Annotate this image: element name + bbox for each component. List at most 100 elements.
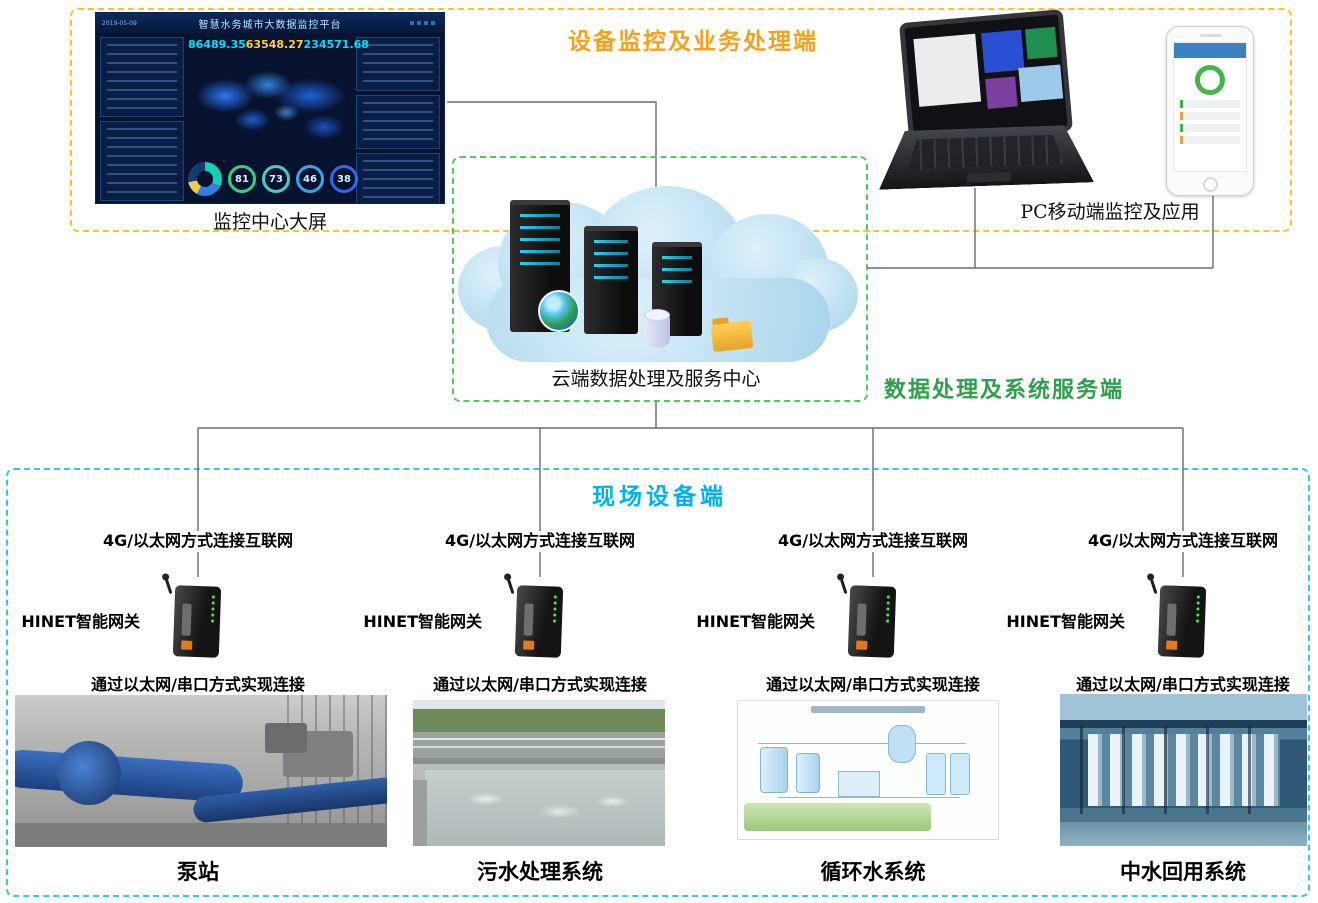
- gauge: 46: [296, 165, 324, 193]
- site-photo-circulating-water-diagram: [737, 700, 999, 840]
- uplink-label: 4G/以太网方式连接互联网: [425, 531, 655, 552]
- server-led: [662, 268, 692, 271]
- led-indicators: [210, 595, 215, 623]
- cloud-zone-border: [452, 156, 868, 402]
- screen-content-block: [913, 33, 982, 107]
- gauge: 81: [228, 165, 256, 193]
- dashboard-panel: [356, 37, 440, 91]
- phone-speaker: [1200, 34, 1222, 37]
- gateway-label-strip: [181, 603, 192, 636]
- gateway-photo: [484, 577, 596, 663]
- screen-content-block: [981, 29, 1025, 74]
- antenna-icon: [1149, 578, 1158, 595]
- floor: [1060, 822, 1307, 846]
- dashboard-panel: [100, 121, 184, 201]
- gateway-device: [839, 578, 897, 658]
- globe-icon: [538, 290, 580, 332]
- antenna-icon: [164, 578, 173, 595]
- kpi-value: 86489.35: [188, 38, 246, 51]
- diagram-ground: [744, 803, 932, 831]
- cloud-caption: 云端数据处理及服务中心: [551, 368, 761, 390]
- screen-content-block: [1018, 64, 1064, 103]
- dashboard-left-panels: [100, 37, 184, 201]
- server-led: [520, 262, 560, 265]
- server-led: [662, 256, 692, 259]
- diagram-tank: [760, 747, 788, 793]
- laptop-screen: [898, 9, 1074, 145]
- gateway-label: HINET智能网关: [1006, 612, 1125, 631]
- app-list-row: [1180, 100, 1240, 108]
- app-gauge-icon: [1195, 65, 1225, 95]
- gateway-device: [164, 578, 222, 658]
- gateway-label: HINET智能网关: [363, 612, 482, 631]
- gauge-value: 73: [269, 173, 283, 185]
- railing: [413, 738, 665, 740]
- diagram-tank: [796, 753, 820, 793]
- dashboard-date: 2019-05-09: [102, 19, 137, 27]
- site-name: 污水处理系统: [477, 859, 603, 884]
- diagram-box: [838, 771, 880, 797]
- server-led: [594, 264, 628, 267]
- gateway-label-strip: [523, 603, 534, 636]
- pc-mobile-caption: PC移动端监控及应用: [1020, 201, 1200, 223]
- database-icon: [644, 309, 670, 348]
- server-led: [520, 226, 560, 229]
- app-header-bar: [1174, 43, 1246, 58]
- uplink-label: 4G/以太网方式连接互联网: [758, 531, 988, 552]
- gateway-device: [506, 578, 564, 658]
- led-indicators: [885, 595, 890, 623]
- gauge: 38: [330, 165, 358, 193]
- serial-port: [181, 640, 193, 650]
- monitoring-zone-title: 设备监控及业务处理端: [568, 28, 818, 55]
- led-indicators: [552, 595, 557, 623]
- rack-frame: [1080, 726, 1290, 814]
- screen-content-block: [985, 76, 1018, 109]
- dashboard-title: 智慧水务城市大数据监控平台: [198, 19, 342, 31]
- dashboard-panel: [356, 95, 440, 149]
- gateway-label: HINET智能网关: [21, 612, 140, 631]
- field-zone-border: [6, 468, 1310, 897]
- pipe: [1060, 720, 1307, 728]
- laptop: [878, 9, 1093, 194]
- uplink-label: 4G/以太网方式连接互联网: [1068, 531, 1298, 552]
- smartphone: [1166, 26, 1254, 196]
- gateway-label: HINET智能网关: [696, 612, 815, 631]
- server-tower: [584, 226, 638, 334]
- touchpad: [967, 172, 1011, 183]
- gateway-label-strip: [1166, 603, 1177, 636]
- serial-port: [856, 640, 868, 650]
- dashboard-screenshot: 2019-05-09 智慧水务城市大数据监控平台 86489.35 63548.…: [95, 12, 445, 204]
- water-foam: [443, 784, 655, 834]
- gateway-label-strip: [856, 603, 867, 636]
- downlink-label: 通过以太网/串口方式实现连接: [1076, 675, 1290, 694]
- server-led: [662, 280, 692, 283]
- gateway-photo: [142, 577, 254, 663]
- serial-port: [1166, 640, 1178, 650]
- app-list-row: [1180, 136, 1240, 144]
- flow-line: [778, 797, 960, 798]
- railing: [413, 746, 665, 748]
- dashboard-caption: 监控中心大屏: [212, 211, 327, 233]
- tank-edge: [413, 758, 665, 764]
- screen-content-block: [1025, 26, 1058, 60]
- server-led: [520, 250, 560, 253]
- antenna-icon: [506, 578, 515, 595]
- dashboard-menu-icon: [410, 21, 438, 25]
- downlink-label: 通过以太网/串口方式实现连接: [766, 675, 980, 694]
- service-zone-label: 数据处理及系统服务端: [884, 377, 1125, 403]
- server-led: [520, 214, 560, 217]
- keyboard-keys: [907, 134, 1063, 169]
- app-list-row: [1180, 112, 1240, 120]
- server-led: [594, 276, 628, 279]
- gateway-photo: [1127, 577, 1239, 663]
- gateway-device: [1149, 578, 1207, 658]
- dashboard-right-panels: [356, 37, 440, 203]
- flow-line: [758, 743, 966, 744]
- pipe-flange: [57, 741, 121, 805]
- dashboard-panel: [100, 37, 184, 117]
- tank-wall: [413, 780, 427, 846]
- dashboard-panel: [356, 153, 440, 203]
- dashboard-gauge-row: 81 73 46 38: [188, 159, 358, 199]
- world-map: [188, 61, 358, 153]
